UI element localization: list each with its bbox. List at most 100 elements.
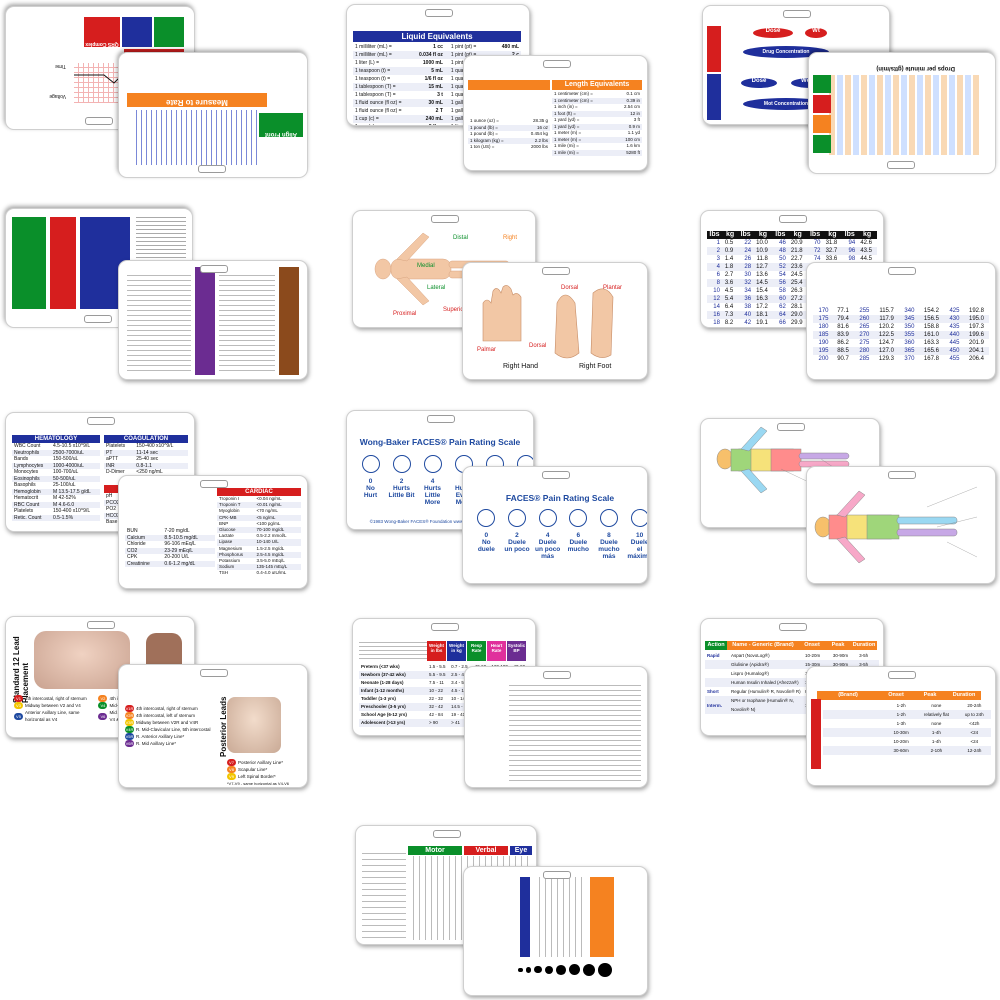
weight-back-row-cell: 345 (904, 316, 915, 322)
cardiac-row-cell: 0.4-4.0 uIU/mL (256, 570, 287, 576)
liquid-row-cell: 1 teaspoon (t) = (355, 68, 391, 74)
coagulation-row-cell: 25-40 sec (136, 456, 159, 462)
weight-header: lbs (842, 231, 858, 239)
insulin-row-cell: Lispro (Humalog®) (731, 671, 769, 676)
length-row-cell: 1 mile (mi) = (554, 143, 579, 148)
glasgow-scores (362, 848, 406, 938)
cardiac-row-cell: Magnesium (219, 545, 243, 551)
length-row: 1 foot (ft) =12 in (552, 110, 642, 117)
card-slot (779, 623, 807, 631)
length-row: 1 yard (yd) =3 ft (552, 117, 642, 124)
cardiac-row: Troponin T<0.01 ng/mL (217, 502, 301, 509)
cardiac-row-cell: 0.5-2.2 mmol/L (256, 533, 287, 539)
labs-lines-2 (219, 271, 275, 371)
peds-intro (359, 639, 427, 659)
chemistry-row-cell: CO2 (127, 547, 138, 554)
weight-back-row-cell: 161.0 (923, 332, 939, 338)
cardiac-row-cell: <70 ng/mL (256, 508, 278, 514)
weight-row-cell: 36 (744, 296, 752, 302)
cardiac-row-cell: <5 ng/mL (256, 514, 276, 520)
weight-row-cell: 3.6 (724, 280, 734, 286)
weight-row-cell: 29.9 (790, 320, 803, 326)
card-slot (85, 117, 113, 125)
length-row: 1 meter (m) =100 cm (552, 136, 642, 143)
peds-row-cell: Neonate (1-28 days) (361, 680, 404, 685)
liquid-row-cell: 1 cc (433, 44, 443, 50)
pupil-circle-icon (568, 964, 581, 976)
card-slot (198, 165, 226, 173)
lead-dot-icon: V3 (14, 702, 23, 709)
weight-back-row-cell: 197.3 (968, 324, 984, 330)
weight-back-row-cell: 445 (949, 340, 960, 346)
weight-header: lbs (807, 231, 823, 239)
card-slot (888, 671, 916, 679)
hematology-row-cell: Platelets (14, 508, 34, 514)
weight-back-row-cell: 115.7 (879, 308, 894, 314)
weight-row-cell: 62 (779, 304, 786, 310)
liquid-row-cell: 480 mL (501, 44, 519, 50)
weight-header: lbs (707, 231, 722, 239)
weight-row-cell: 54 (779, 272, 786, 278)
face-icon (630, 509, 647, 527)
liquid-row-cell: 1 cup (c) = (355, 116, 379, 122)
weight-row-cell: 7.3 (724, 312, 734, 318)
length-row-cell: 2.54 cm (623, 104, 640, 109)
liquid-row-cell: 1 tablespoon (T) = (355, 84, 396, 90)
peds-row-cell: Adolescent (>13 yrs) (361, 720, 406, 725)
cardiac-row-cell: <0.01 ng/mL (256, 502, 282, 508)
card-slot (543, 671, 571, 679)
face-icon (599, 509, 618, 527)
hematology-row-cell: Retic. Count (14, 514, 42, 521)
length-row-cell: 1 centimeter (cm) = (554, 97, 593, 103)
liquid-row-cell: 15 mL (428, 84, 443, 90)
mass-row-cell: 2000 lbs (530, 144, 548, 149)
length-row-cell: 0.1 cm (626, 91, 640, 96)
weight-back-row-cell: 200 (818, 356, 829, 362)
chemistry-row-cell: Chloride (127, 541, 146, 547)
face-icon (423, 455, 442, 473)
weight-back-row-cell: 185 (818, 332, 829, 338)
weight-row-cell: 42 (744, 320, 752, 326)
insulin-row-cell: Rapid (707, 653, 720, 658)
face-label-2: mucho (567, 546, 589, 553)
mass-row-cell: 1 kilogram (kg) = (470, 137, 504, 143)
length-row-cell: 5280 ft (626, 149, 640, 155)
coagulation-row-cell: aPTT (106, 456, 119, 462)
liquid-row-cell: 1 teaspoon (t) = (355, 76, 391, 82)
face-score: 2 (399, 478, 404, 485)
peds-row-cell: Preschooler (3-5 yrs) (361, 704, 406, 709)
insulin-row-cell: 3-5h (859, 662, 869, 667)
weight-row-cell: 22.7 (790, 256, 803, 262)
card-slot (542, 871, 571, 879)
cardiac-row-cell: 3.5-5.0 mEq/L (256, 558, 285, 564)
insulin-header: Action (705, 641, 727, 650)
liquid-row-cell: 1 milliliter (mL) = (355, 52, 392, 58)
weight-back-row-cell: 167.8 (923, 356, 939, 362)
weight-row-cell: 0.5 (724, 240, 734, 246)
weight-row-cell: 8 (716, 280, 720, 286)
insulin-row-cell: 10-20m (805, 653, 821, 658)
face-label-1: Hurts (393, 485, 410, 492)
liquid-row-cell: 1 milliliter (mL) = (355, 44, 392, 50)
weight-row-cell: 22 (744, 240, 752, 246)
ecg12-title: Standard 12 Lead Placement (12, 636, 30, 703)
face-icon (361, 455, 380, 473)
